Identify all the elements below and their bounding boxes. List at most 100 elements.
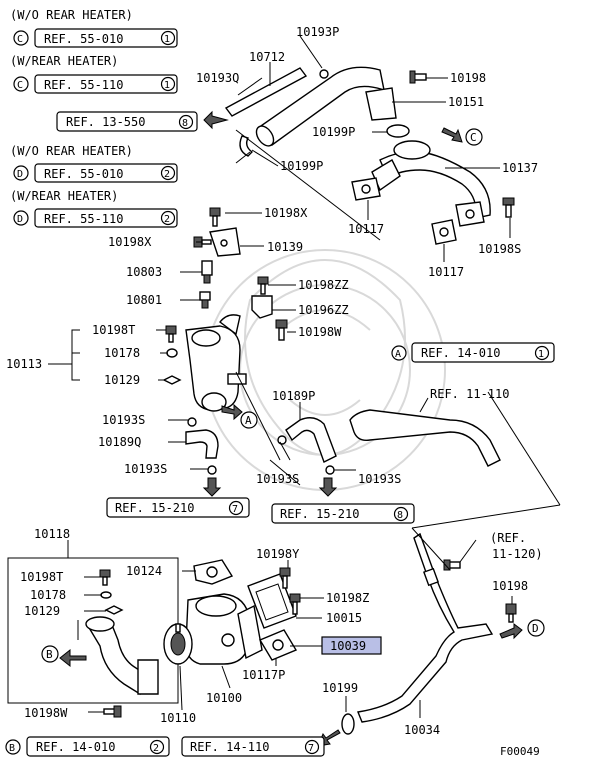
gasket-10124 (193, 559, 234, 585)
bracket-10139 (209, 227, 241, 257)
ring-10199P-left (239, 135, 254, 157)
ref-callout-b-14-010[interactable]: B REF. 14-010 2 (5, 736, 170, 757)
ring-10199 (341, 713, 355, 735)
ref-letter: C (17, 34, 23, 45)
leader-lines (48, 35, 561, 718)
label-10100: 10100 (206, 691, 242, 705)
label-10118: 10118 (34, 527, 70, 541)
marker-a (240, 411, 258, 429)
label-10129-a: 10129 (104, 373, 140, 387)
bolt-10198S (502, 197, 515, 218)
ref-callout-15-210-7[interactable]: REF. 15-210 7 (106, 497, 250, 518)
arrow-icon-b (59, 648, 87, 668)
clamp-10193P (319, 69, 329, 79)
label-10124: 10124 (126, 564, 162, 578)
figure-code: F00049 (500, 745, 540, 758)
label-10193S-b: 10193S (124, 462, 167, 476)
label-10034: 10034 (404, 723, 440, 737)
label-10801: 10801 (126, 293, 162, 307)
bolt-ref-11-120 (443, 559, 461, 571)
label-10117-a: 10117 (348, 222, 384, 236)
marker-b-letter: B (46, 648, 53, 661)
hose-10189P (277, 417, 337, 463)
ref-callout-14-110[interactable]: REF. 14-110 7 (181, 736, 325, 757)
ref-text: REF. 15-210 (115, 501, 194, 515)
flange-10137 (455, 201, 485, 227)
label-10193S-d: 10193S (358, 472, 401, 486)
label-10198T-a: 10198T (92, 323, 135, 337)
water-inlet-10118 (85, 616, 159, 696)
marker-b (41, 645, 59, 663)
label-10198X-b: 10198X (108, 235, 152, 249)
ref-num: 1 (164, 34, 170, 45)
bolt-10198W-bottom (103, 705, 122, 718)
label-10198W-a: 10198W (298, 325, 342, 339)
note-w-rear-heater-1: (W/REAR HEATER) (10, 54, 118, 68)
ref-letter: B (9, 743, 15, 754)
bolt-10198W-mid (275, 319, 288, 341)
label-10178-b: 10178 (30, 588, 66, 602)
arrow-icon (203, 110, 229, 130)
thermostat-10110 (163, 623, 193, 665)
ref-callout-d-55-010[interactable]: D REF. 55-010 2 (13, 163, 178, 183)
ref-letter: D (17, 169, 23, 180)
ref-callout-a-14-010[interactable]: A REF. 14-010 1 (391, 342, 555, 363)
label-10139: 10139 (267, 240, 303, 254)
hose-10189Q (185, 417, 219, 459)
note-w-rear-heater-2: (W/REAR HEATER) (10, 189, 118, 203)
marker-a-letter: A (245, 414, 252, 427)
ref-num: 8 (182, 118, 188, 129)
sensor-10803 (201, 260, 213, 284)
gasket-10117-a (351, 177, 381, 201)
ref-callout-15-210-8[interactable]: REF. 15-210 8 (271, 503, 415, 524)
marker-c (465, 128, 483, 146)
bolt-10198T-box (99, 569, 111, 586)
ref-letter: D (17, 214, 23, 225)
ref-text-11-120-line2: 11-120) (492, 547, 543, 561)
marker-d (527, 619, 545, 637)
ring-10199P-right (386, 124, 410, 138)
ref-callout-c-55-010[interactable]: C REF. 55-010 1 (13, 28, 178, 48)
ref-callout-d-55-110[interactable]: D REF. 55-110 2 (13, 208, 178, 228)
ref-num: 2 (164, 214, 170, 225)
clamp-10193S-b (325, 465, 335, 475)
label-10151: 10151 (448, 95, 484, 109)
label-10015: 10015 (326, 611, 362, 625)
ref-callout-13-550[interactable]: REF. 13-550 8 (56, 111, 198, 132)
label-10199P-a: 10199P (312, 125, 355, 139)
washer-10178 (166, 348, 178, 358)
bolt-10198-top (409, 70, 427, 84)
ref-num: 7 (308, 743, 314, 754)
label-10198T-b: 10198T (20, 570, 63, 584)
ref-callout-c-55-110[interactable]: C REF. 55-110 1 (13, 74, 178, 94)
hose-10712 (224, 67, 308, 117)
label-10137: 10137 (502, 161, 538, 175)
bolt-10198T-mid (165, 325, 177, 343)
arrow-icon-c (441, 127, 463, 143)
label-10199P-b: 10199P (280, 159, 323, 173)
ref-text: REF. 14-010 (421, 346, 500, 360)
label-10113: 10113 (6, 357, 42, 371)
marker-c-letter: C (470, 131, 477, 144)
ref-num: 8 (397, 510, 403, 521)
label-10129-b: 10129 (24, 604, 60, 618)
bolt-10198Z (289, 593, 301, 615)
label-10189Q: 10189Q (98, 435, 141, 449)
label-10117-b: 10117 (428, 265, 464, 279)
part-labels: 10193P 10712 10193Q 10198 10151 10199P 1… (6, 25, 543, 758)
marker-d-letter: D (532, 622, 539, 635)
note-wo-rear-heater-2: (W/O REAR HEATER) (10, 144, 133, 158)
washer-10178-box (100, 591, 112, 599)
bracket-10196ZZ (251, 295, 273, 319)
label-10110: 10110 (160, 711, 196, 725)
label-10198S: 10198S (478, 242, 521, 256)
ref-text: REF. 14-110 (190, 740, 269, 754)
ref-letter: A (395, 349, 401, 360)
bolt-10198Y (279, 567, 291, 589)
label-10199: 10199 (322, 681, 358, 695)
bolt-10198X-top (209, 207, 221, 227)
label-10803: 10803 (126, 265, 162, 279)
arrow-icon-d (499, 623, 523, 640)
gasket-10129-box (104, 605, 124, 615)
